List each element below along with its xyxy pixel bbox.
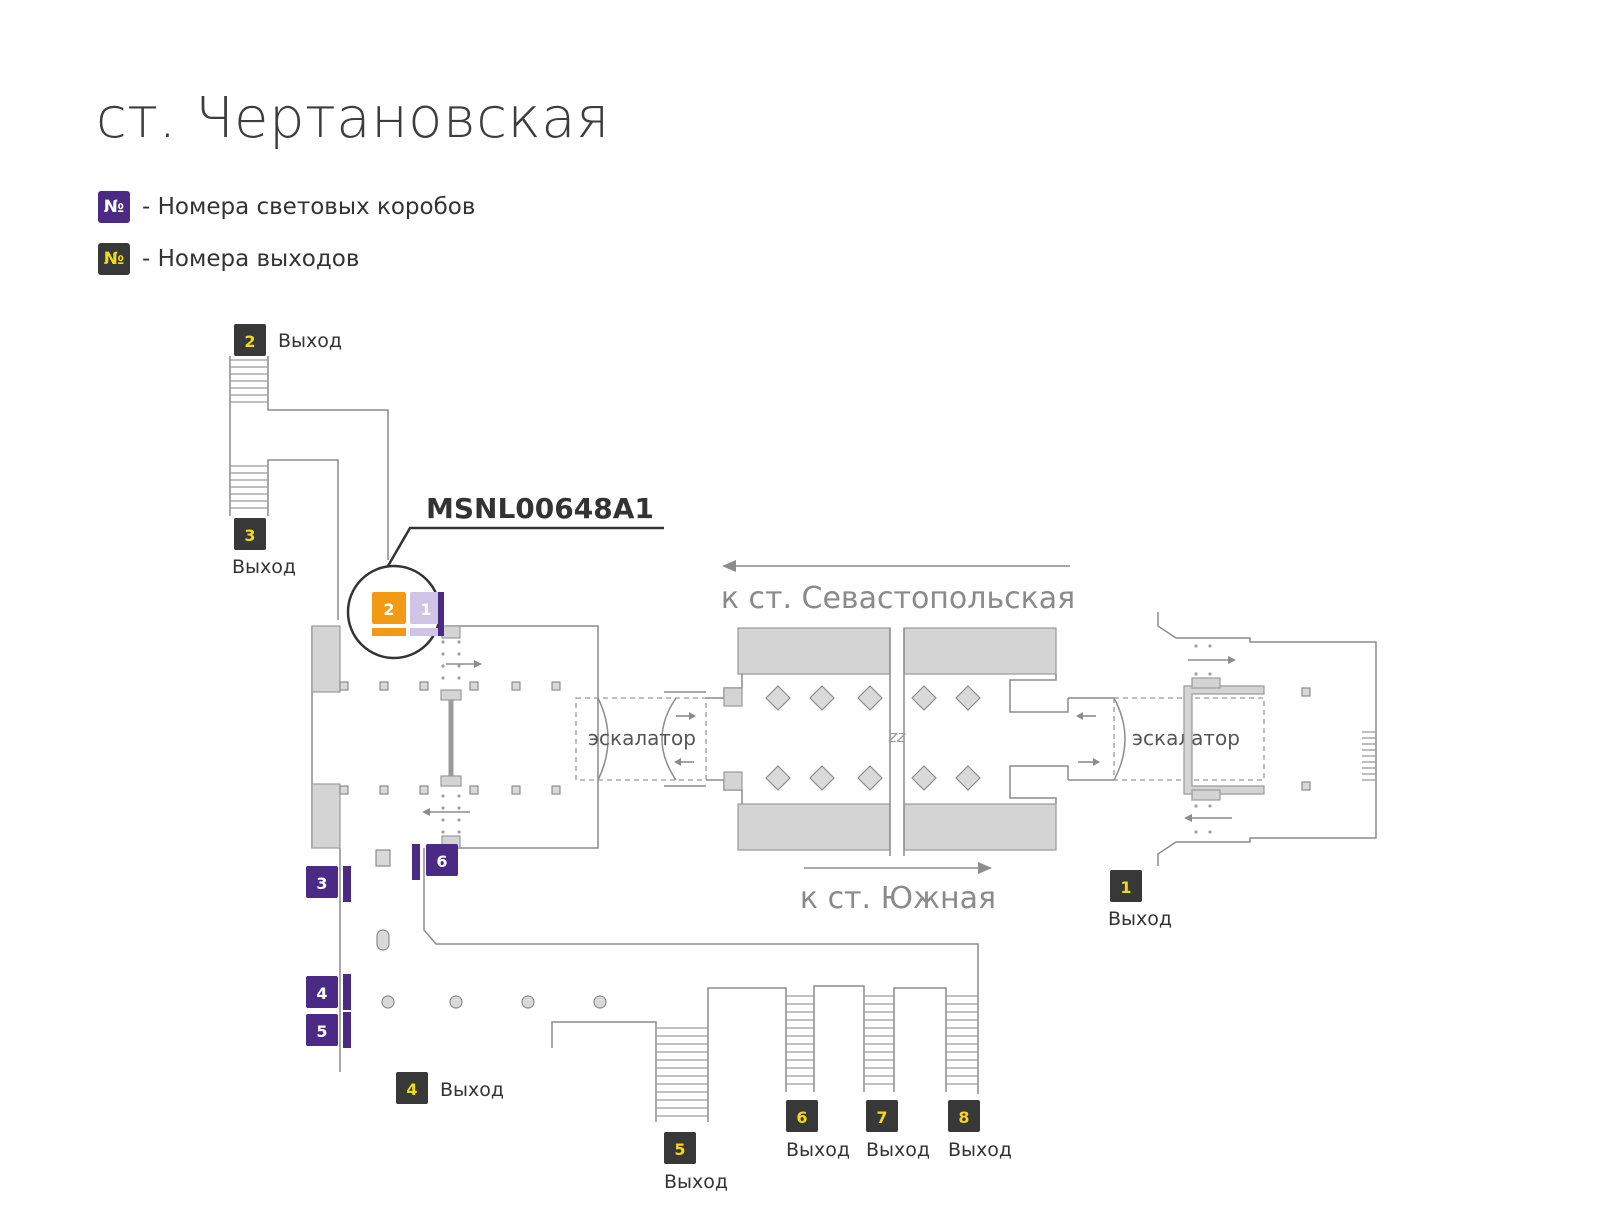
legend-exit-label: - Номера выходов <box>142 246 360 272</box>
exit-3-label: Выход <box>232 556 296 578</box>
exit-5[interactable]: 5 Выход <box>664 1132 728 1193</box>
platform: zz <box>706 627 1069 856</box>
exit-6[interactable]: 6 Выход <box>786 1100 850 1161</box>
exit-8-number: 8 <box>958 1108 969 1127</box>
exit-1-number: 1 <box>1120 878 1131 897</box>
lightbox-2[interactable]: 2 <box>372 592 406 636</box>
exit-5-number: 5 <box>674 1140 685 1159</box>
flow-arrow <box>422 660 482 816</box>
exit-1[interactable]: 1 Выход <box>1108 870 1172 930</box>
exit-3-number: 3 <box>244 526 255 545</box>
exit-7-number: 7 <box>876 1108 887 1127</box>
legend-lightbox-badge: № <box>98 191 130 223</box>
stairs-exit-6 <box>786 995 814 1085</box>
direction-north: к ст. Севастопольская <box>721 560 1075 616</box>
stairs-exit-3 <box>230 465 268 509</box>
bench-diamonds <box>765 685 981 791</box>
exit-1-label: Выход <box>1108 908 1172 930</box>
west-escalator: эскалатор <box>575 691 707 787</box>
escalator-label-west: эскалатор <box>588 726 696 750</box>
east-turnstile-dots <box>1194 644 1212 834</box>
direction-label-north: к ст. Севастопольская <box>721 581 1075 616</box>
direction-south: к ст. Южная <box>800 862 996 916</box>
south-corridor <box>339 848 979 1122</box>
callout: MSNL00648A1 <box>346 492 664 660</box>
lightbox-6-number: 6 <box>436 852 447 871</box>
exit-2-number: 2 <box>244 332 255 351</box>
exit-2-label: Выход <box>278 330 342 352</box>
legend-lightbox-label: - Номера световых коробов <box>142 194 476 220</box>
exit-2[interactable]: 2 Выход <box>234 324 342 356</box>
wall-block <box>311 783 341 849</box>
exit-6-number: 6 <box>796 1108 807 1127</box>
callout-leader <box>386 526 664 567</box>
east-vestibule <box>1157 612 1377 866</box>
lightbox-4[interactable]: 4 <box>306 974 351 1010</box>
lightbox-5-number: 5 <box>316 1022 327 1041</box>
exit-4-label: Выход <box>440 1079 504 1101</box>
direction-label-south: к ст. Южная <box>800 881 996 916</box>
exit-7[interactable]: 7 Выход <box>866 1100 930 1161</box>
exit-5-label: Выход <box>664 1171 728 1193</box>
exit-7-label: Выход <box>866 1139 930 1161</box>
east-stairs <box>1362 731 1376 781</box>
station-title: ст. Чертановская <box>96 86 610 151</box>
turnstile-dots <box>441 640 461 834</box>
stairs-exit-7 <box>864 995 894 1085</box>
lightbox-4-number: 4 <box>316 984 327 1003</box>
columns <box>339 681 561 795</box>
lightbox-1-number: 1 <box>420 600 431 619</box>
west-vestibule <box>311 625 599 849</box>
lightbox-6[interactable]: 6 <box>412 844 458 880</box>
lightbox-3-number: 3 <box>316 874 327 893</box>
legend-exit-badge: № <box>98 243 130 275</box>
lightbox-5[interactable]: 5 <box>306 1012 351 1048</box>
stairs-exit-2 <box>230 359 268 403</box>
legend-exits: № - Номера выходов <box>98 242 359 276</box>
lightbox-1[interactable]: 1 <box>410 592 444 636</box>
platform-gap-label: zz <box>888 727 906 746</box>
exit-4-number: 4 <box>406 1080 417 1099</box>
lightbox-3[interactable]: 3 <box>306 866 351 902</box>
east-escalator: эскалатор <box>1068 697 1265 781</box>
lightbox-2-number: 2 <box>383 600 394 619</box>
north-passage <box>229 356 389 620</box>
stairs-exit-8 <box>946 995 978 1085</box>
wall-block <box>311 625 341 693</box>
exit-6-label: Выход <box>786 1139 850 1161</box>
callout-code: MSNL00648A1 <box>426 492 654 525</box>
exit-4[interactable]: 4 Выход <box>396 1072 504 1104</box>
exit-3[interactable]: 3 Выход <box>232 518 296 578</box>
exit-8-label: Выход <box>948 1139 1012 1161</box>
exit-8[interactable]: 8 Выход <box>948 1100 1012 1161</box>
legend-lightboxes: № - Номера световых коробов <box>98 190 475 224</box>
stairs-exit-5 <box>656 1027 708 1117</box>
